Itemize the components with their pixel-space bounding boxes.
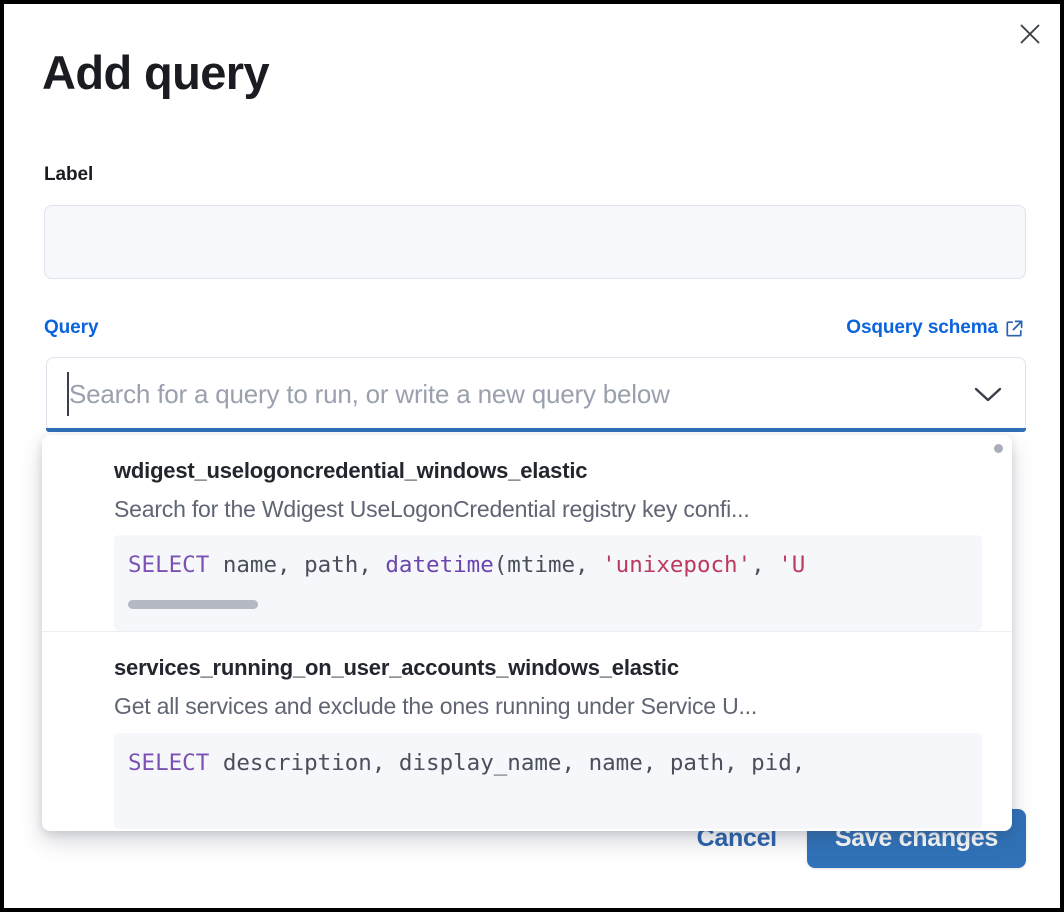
list-item[interactable]: wdigest_uselogoncredential_windows_elast… [42, 435, 1012, 632]
code-horizontal-scrollbar[interactable] [128, 600, 258, 610]
add-query-modal: Add query Label Query Osquery schema Can… [4, 4, 1060, 908]
osquery-schema-link[interactable]: Osquery schema [846, 317, 1024, 339]
query-field-caption: Query [44, 317, 99, 338]
label-field-caption: Label [44, 164, 94, 185]
close-icon [1019, 23, 1041, 45]
suggestion-code-block: SELECT name, path, datetime(mtime, 'unix… [114, 535, 982, 632]
suggestion-title: wdigest_uselogoncredential_windows_elast… [114, 458, 588, 483]
close-button[interactable] [1010, 14, 1050, 54]
text-cursor [67, 372, 69, 416]
combobox-focus-underline [46, 428, 1026, 432]
list-item[interactable]: services_running_on_user_accounts_window… [42, 631, 1012, 829]
label-input[interactable] [44, 205, 1026, 279]
external-link-icon [1005, 319, 1024, 338]
page-title: Add query [42, 46, 270, 99]
dropdown-scrollbar-thumb[interactable] [994, 444, 1003, 453]
query-suggestions-dropdown: wdigest_uselogoncredential_windows_elast… [42, 435, 1012, 831]
suggestion-title: services_running_on_user_accounts_window… [114, 655, 679, 681]
query-combobox[interactable] [46, 357, 1026, 432]
suggestion-description: Search for the Wdigest UseLogonCredentia… [114, 495, 750, 522]
chevron-down-icon[interactable] [971, 378, 1005, 412]
query-search-input[interactable] [69, 358, 969, 431]
suggestion-code-text: SELECT description, display_name, name, … [128, 749, 806, 776]
osquery-schema-link-label: Osquery schema [846, 317, 998, 338]
suggestion-code-block: SELECT description, display_name, name, … [114, 732, 982, 829]
suggestion-description: Get all services and exclude the ones ru… [114, 692, 758, 719]
suggestion-code-text: SELECT name, path, datetime(mtime, 'unix… [128, 552, 806, 579]
dropdown-scroll-area[interactable]: wdigest_uselogoncredential_windows_elast… [42, 435, 1012, 831]
